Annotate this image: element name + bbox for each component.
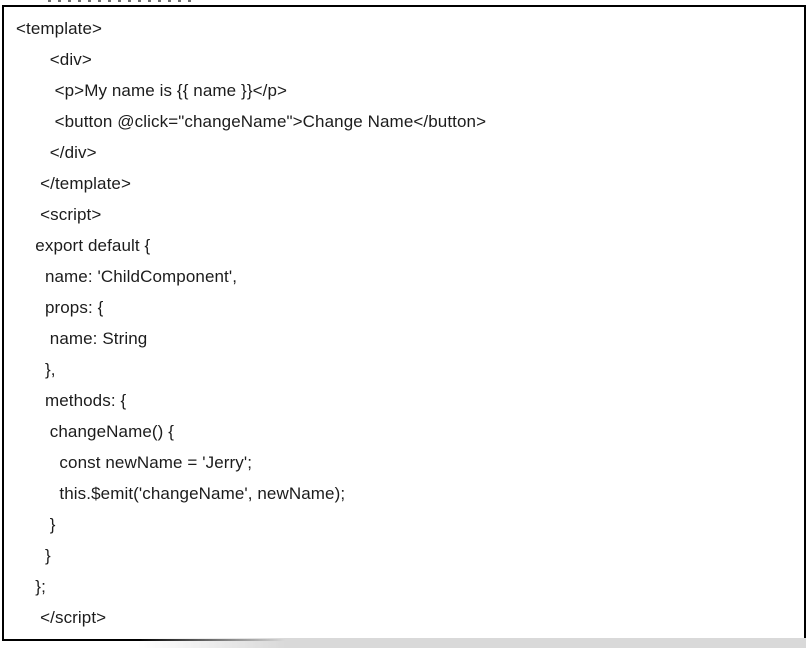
- code-line: methods: {: [16, 391, 127, 410]
- code-line: changeName() {: [16, 422, 175, 441]
- code-line: <div>: [16, 50, 92, 69]
- cropped-element-artifact: [138, 638, 806, 648]
- code-line: name: String: [16, 329, 148, 348]
- code-line: }: [16, 515, 56, 534]
- code-line: export default {: [16, 236, 151, 255]
- code-line: const newName = 'Jerry';: [16, 453, 253, 472]
- code-line: </template>: [16, 174, 131, 193]
- code-line: }: [16, 546, 51, 565]
- code-line: </script>: [16, 608, 107, 627]
- code-line: },: [16, 360, 56, 379]
- code-block: <template> <div> <p>My name is {{ name }…: [2, 5, 806, 641]
- code-line: <button @click="changeName">Change Name<…: [16, 112, 487, 131]
- code-line: this.$emit('changeName', newName);: [16, 484, 346, 503]
- code-line: <p>My name is {{ name }}</p>: [16, 81, 288, 100]
- code-line: };: [16, 577, 46, 596]
- code-line: <template>: [16, 19, 103, 38]
- cropped-text-artifact: [48, 0, 193, 2]
- code-line: props: {: [16, 298, 104, 317]
- code-line: <script>: [16, 205, 102, 224]
- code-line: name: 'ChildComponent',: [16, 267, 238, 286]
- code-line: </div>: [16, 143, 97, 162]
